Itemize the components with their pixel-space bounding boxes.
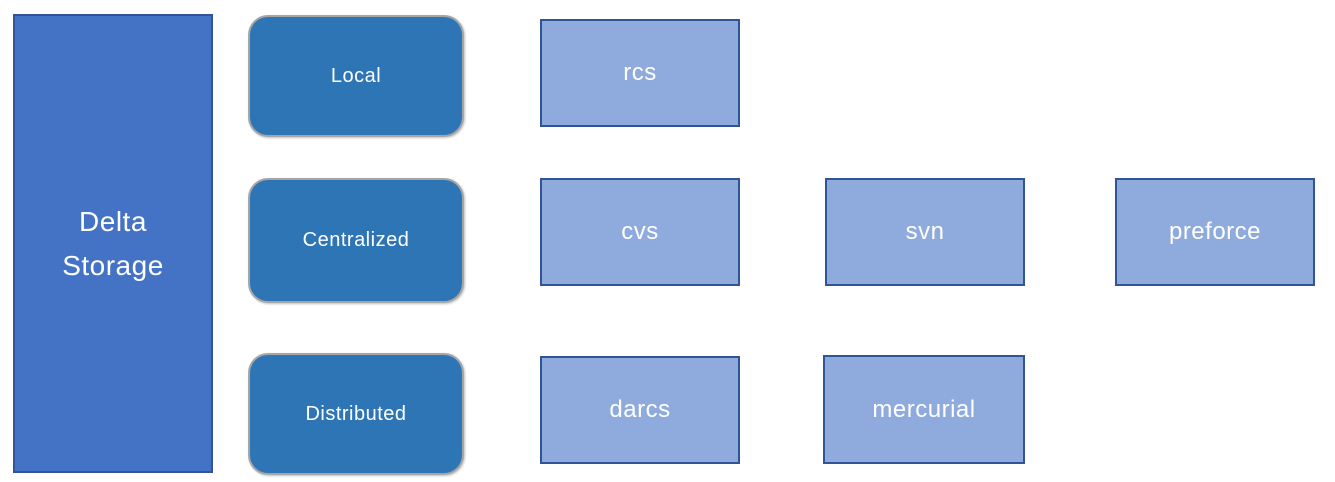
- node-cvs: cvs: [540, 178, 740, 286]
- node-delta-storage: Delta Storage: [13, 14, 213, 473]
- node-distributed: Distributed: [248, 353, 464, 475]
- node-centralized: Centralized: [248, 178, 464, 303]
- node-mercurial: mercurial: [823, 355, 1025, 464]
- node-darcs: darcs: [540, 356, 740, 464]
- node-preforce: preforce: [1115, 178, 1315, 286]
- node-svn: svn: [825, 178, 1025, 286]
- node-local: Local: [248, 15, 464, 137]
- node-rcs: rcs: [540, 19, 740, 127]
